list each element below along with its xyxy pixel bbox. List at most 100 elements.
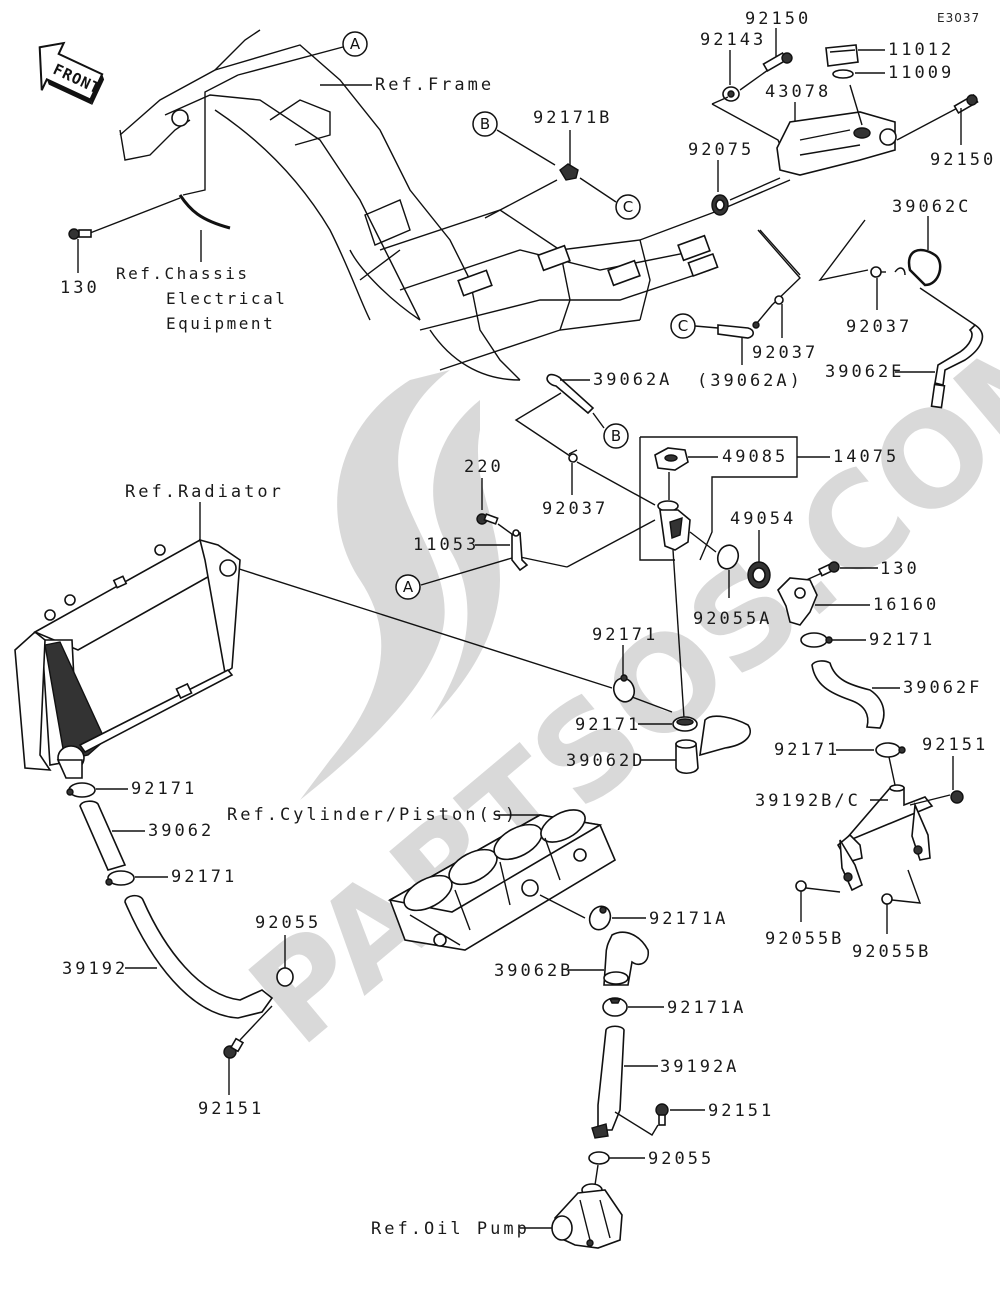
label-ref-cylinder: Ref.Cylinder/Piston(s)	[227, 805, 518, 825]
label-39062f: 39062F	[903, 678, 982, 698]
gasket-11009	[832, 69, 854, 79]
label-92055b-left: 92055B	[765, 929, 844, 949]
label-49054: 49054	[730, 509, 796, 529]
label-92055a: 92055A	[693, 609, 772, 629]
label-39062a-paren: (39062A)	[697, 371, 803, 391]
pipe-39192bc	[836, 784, 934, 892]
label-92171-f: 92171	[171, 867, 237, 887]
reservoir-43078	[776, 111, 897, 176]
grommet-92075	[711, 194, 729, 216]
label-39062d: 39062D	[566, 751, 645, 771]
label-92171-a: 92171	[869, 630, 935, 650]
svg-text:A: A	[350, 35, 361, 53]
pipe-39192	[124, 894, 274, 1019]
label-92151-left: 92151	[198, 1099, 264, 1119]
svg-text:C: C	[678, 317, 688, 335]
svg-text:B: B	[611, 427, 621, 445]
clip-92037-right	[870, 266, 886, 278]
oring-92055b-right	[881, 893, 893, 905]
label-92037-right: 92037	[846, 317, 912, 337]
bolt-130-mid	[817, 561, 840, 577]
bolt-92150-top	[762, 51, 793, 73]
label-92171b: 92171B	[533, 108, 612, 128]
label-39062: 39062	[148, 821, 214, 841]
hose-39062c	[907, 248, 942, 287]
diagram-code: E3037	[937, 11, 980, 25]
bracket-11053	[511, 529, 529, 572]
clip-92037-mid	[774, 295, 784, 305]
clamp-92171-f	[105, 870, 135, 886]
label-92075: 92075	[688, 140, 754, 160]
label-92037-left: 92037	[542, 499, 608, 519]
hose-39062b	[603, 931, 650, 986]
callout-b-mid: B	[603, 423, 629, 449]
label-ref-frame: Ref.Frame	[375, 75, 494, 95]
label-16160: 16160	[873, 595, 939, 615]
svg-text:B: B	[480, 115, 490, 133]
filler-neck-14075	[657, 500, 691, 551]
label-11053: 11053	[413, 535, 479, 555]
label-92171a-2: 92171A	[667, 998, 746, 1018]
label-92055b-right: 92055B	[852, 942, 931, 962]
label-ref-radiator: Ref.Radiator	[125, 482, 284, 502]
bolt-92150-right	[953, 93, 979, 115]
label-130-top: 130	[60, 278, 100, 298]
label-ref-chassis-3: Equipment	[166, 314, 275, 333]
clamp-92171a-1	[588, 905, 612, 931]
label-92171-b: 92171	[592, 625, 658, 645]
clamp-92171-a	[800, 632, 833, 648]
bolt-220	[476, 513, 499, 525]
label-92055-left: 92055	[255, 913, 321, 933]
clip-92171b	[559, 163, 579, 181]
label-92151-right: 92151	[922, 735, 988, 755]
hose-39062f	[811, 660, 885, 729]
pipe-39192a	[591, 1025, 625, 1139]
oring-92055b-left	[795, 880, 807, 892]
watermark-swirl-2	[430, 400, 500, 720]
label-ref-chassis-1: Ref.Chassis	[116, 264, 249, 283]
callout-c-mid: C	[670, 313, 696, 339]
clamp-92171a-2	[602, 997, 628, 1017]
hose-39062a	[546, 373, 595, 415]
label-14075: 14075	[833, 447, 899, 467]
label-11009: 11009	[888, 63, 954, 83]
label-220: 220	[464, 457, 504, 477]
label-92171-e: 92171	[131, 779, 197, 799]
oring-92055-left	[276, 967, 294, 987]
bolt-92151-bottom	[655, 1103, 669, 1126]
bolt-92151-left	[223, 1037, 245, 1059]
bolt-92151-right	[950, 790, 964, 804]
label-92037-mid: 92037	[752, 343, 818, 363]
label-92171-c: 92171	[575, 715, 641, 735]
label-92150-right: 92150	[930, 150, 996, 170]
radiator-drawing	[14, 538, 241, 779]
clamp-92171-d	[875, 742, 906, 758]
label-39062c: 39062C	[892, 197, 971, 217]
callout-b-top: B	[472, 111, 498, 137]
oring-92055-bottom	[588, 1151, 610, 1165]
front-arrow: FRONT	[38, 41, 105, 105]
thermostat-49054	[747, 561, 771, 589]
label-39192bc: 39192B/C	[755, 791, 861, 811]
oring-92055a	[716, 544, 740, 570]
label-92150-top: 92150	[745, 9, 811, 29]
label-49085: 49085	[722, 447, 788, 467]
label-92055-bottom: 92055	[648, 1149, 714, 1169]
label-ref-chassis-2: Electrical	[166, 289, 287, 308]
oil-pump-drawing	[551, 1183, 623, 1249]
label-ref-oil-pump: Ref.Oil Pump	[371, 1219, 530, 1239]
callout-c-top: C	[615, 194, 641, 220]
label-39062a: 39062A	[593, 370, 672, 390]
label-130-mid: 130	[880, 559, 920, 579]
svg-text:C: C	[623, 198, 633, 216]
hose-39062d	[675, 715, 751, 775]
label-39192a: 39192A	[660, 1057, 739, 1077]
clip-92037-left	[568, 449, 578, 463]
svg-text:A: A	[403, 578, 414, 596]
label-92151-bottom: 92151	[708, 1101, 774, 1121]
cap-11012	[825, 44, 859, 67]
clamp-92171-b	[612, 674, 636, 703]
label-92143: 92143	[700, 30, 766, 50]
